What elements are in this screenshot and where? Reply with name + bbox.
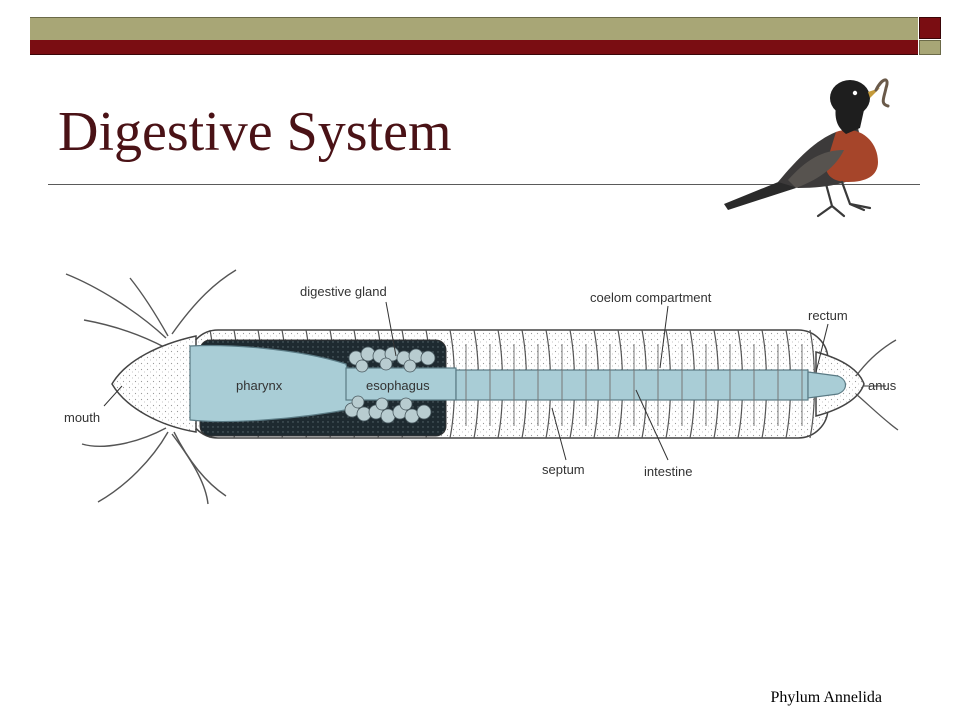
worm-in-beak xyxy=(874,78,890,108)
label-anus: anus xyxy=(868,378,897,393)
robin-illustration xyxy=(724,78,890,218)
label-rectum: rectum xyxy=(808,308,848,323)
label-coelom-compartment: coelom compartment xyxy=(590,290,712,305)
robin-breast xyxy=(826,129,878,182)
robin-beak xyxy=(868,88,880,98)
robin-legs xyxy=(816,180,872,218)
footer-text: Phylum Annelida xyxy=(770,689,882,706)
label-esophagus: esophagus xyxy=(366,378,430,393)
robin-eye xyxy=(852,90,858,96)
slide-title: Digestive System xyxy=(58,101,452,163)
head-tentacles xyxy=(65,269,237,505)
label-pharynx: pharynx xyxy=(236,378,283,393)
worm-head xyxy=(111,335,197,433)
title-divider xyxy=(48,184,920,185)
header-square-maroon xyxy=(919,17,941,39)
header-bar-olive xyxy=(30,17,918,41)
label-intestine: intestine xyxy=(644,464,692,479)
esophagus xyxy=(345,367,457,401)
header-square-olive xyxy=(919,40,941,55)
label-digestive-gland: digestive gland xyxy=(300,284,387,299)
label-mouth: mouth xyxy=(64,410,100,425)
earthworm-digestive-diagram: digestive gland coelom compartment rectu… xyxy=(64,269,899,505)
label-septum: septum xyxy=(542,462,585,477)
header-bar-maroon xyxy=(30,40,918,55)
robin-wing xyxy=(788,150,844,188)
leader-lines xyxy=(103,301,886,461)
tail-setae xyxy=(855,339,899,431)
robin-tail xyxy=(724,178,796,210)
septa xyxy=(465,344,803,426)
intestine xyxy=(455,369,809,401)
digestive-glands xyxy=(344,346,436,424)
rectum xyxy=(807,371,847,399)
